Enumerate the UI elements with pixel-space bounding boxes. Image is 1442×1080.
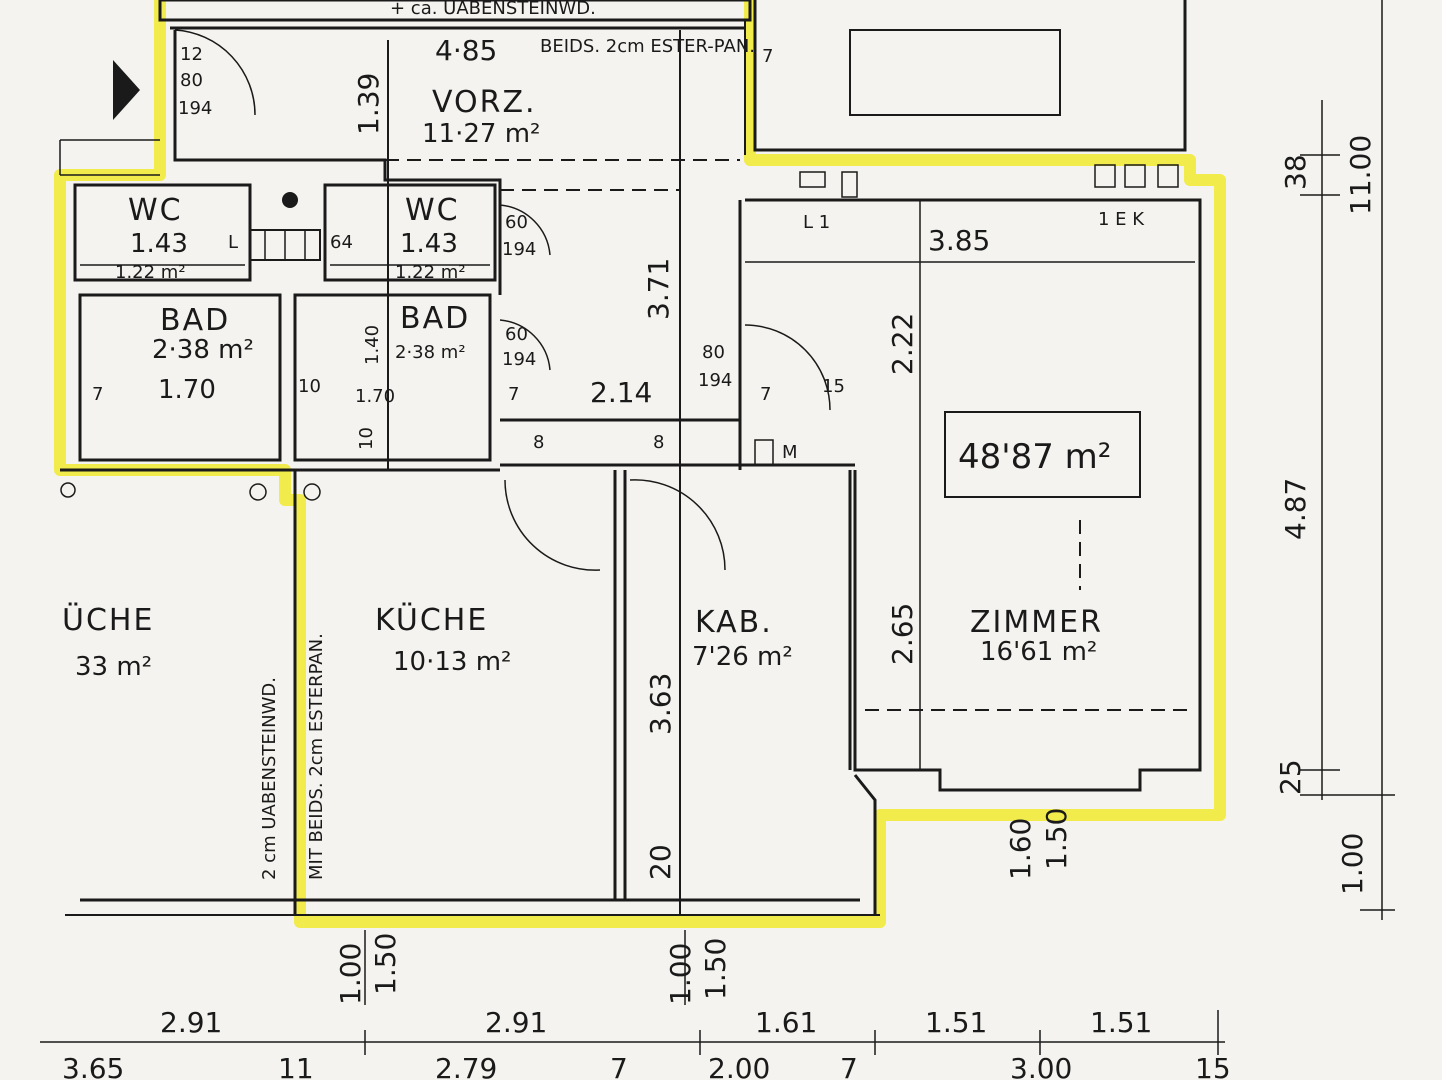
dim-bottom-4: 1.51 [925,1006,987,1039]
dim-window-b: 1.50 [1040,808,1073,870]
dim-zimmer-h1: 2.22 [886,313,919,375]
dim-right-total: 11.00 [1344,135,1377,215]
dim-bottom-r2-2: 11 [278,1052,314,1080]
dim-win-kab-b: 1.50 [699,938,732,1000]
room-area-kab: 7'26 m² [692,642,793,672]
mark-10a: 10 [298,376,321,397]
room-area-zimmer: 16'61 m² [980,637,1097,667]
mark-10b: 10 [356,427,377,450]
mark-15: 15 [822,376,845,397]
dim-vorz-width: 4·85 [435,34,497,67]
mark-L: L [228,232,238,253]
room-dim-bad-right: 1.70 [355,386,395,407]
room-name-kueche-left: ÜCHE [62,602,154,638]
dim-bottom-3: 1.61 [755,1006,817,1039]
mark-7a: 7 [92,384,103,405]
dim-right-487: 4.87 [1279,478,1312,540]
dim-hall-height: 3.71 [642,258,675,320]
mark-door-194b: 194 [502,349,536,370]
mark-L1: L 1 [803,212,830,233]
room-name-wc-right: WC [405,193,460,228]
dim-bottom-5: 1.51 [1090,1006,1152,1039]
dim-right-38: 38 [1279,154,1312,190]
mark-8b: 8 [653,432,664,453]
dim-bottom-r2-5: 2.00 [708,1052,770,1080]
dim-bottom-r2-8: 15 [1195,1052,1231,1080]
mark-7c: 7 [760,384,771,405]
walls [59,0,1202,916]
room-dim-wc-right: 1.43 [400,229,458,259]
bottom-dimension-line [40,930,1225,1055]
room-dim-wc-left: 1.43 [130,229,188,259]
wall-note-vertical-right: MIT BEIDS. 2cm ESTERPAN. [306,633,327,880]
mark-1EK: 1 E K [1098,209,1145,230]
room-area-bad-left: 2·38 m² [152,335,254,365]
room-area-wc-left: 1.22 m² [115,262,186,283]
dim-vorz-height: 1.39 [352,73,385,135]
dim-win-k-a: 1.00 [334,943,367,1005]
dim-bad-h: 1.40 [362,325,383,365]
mark-8a: 8 [533,432,544,453]
room-area-vorz: 11·27 m² [422,119,540,149]
room-area-bad-right: 2·38 m² [395,342,466,363]
dim-zimmer-h2: 2.65 [886,603,919,665]
wall-note-top: + ca. UABENSTEINWD. [390,0,596,19]
dim-zimmer-width: 3.85 [928,224,990,257]
mark-door-60a: 60 [505,212,528,233]
mark-M: M [782,442,798,463]
dim-kab-height: 3.63 [644,673,677,735]
room-area-kueche-left: 33 m² [75,652,152,682]
room-name-bad-left: BAD [160,303,230,338]
dim-bottom-r2-1: 3.65 [62,1052,124,1080]
dim-bottom-r2-7: 3.00 [1010,1052,1072,1080]
mark-194: 194 [178,98,212,119]
dim-right-25: 25 [1274,759,1307,795]
mark-80: 80 [180,70,203,91]
mark-door-60b: 60 [505,324,528,345]
room-name-wc-left: WC [128,193,183,228]
mark-7b: 7 [508,384,519,405]
room-name-zimmer: ZIMMER [970,605,1103,640]
room-name-kab: KAB. [695,605,773,640]
dim-bottom-r2-3: 2.79 [435,1052,497,1080]
dim-bottom-r2-4: 7 [610,1052,628,1080]
dim-win-kab-a: 1.00 [664,943,697,1005]
dim-kab-20: 20 [644,844,677,880]
mark-door-194a: 194 [502,239,536,260]
room-name-bad-right: BAD [400,301,470,336]
dim-win-k-b: 1.50 [369,933,402,995]
room-name-vorz: VORZ. [432,85,537,120]
dim-wc-h: 64 [330,232,353,253]
entrance-arrow-icon [113,60,140,120]
dim-bottom-1: 2.91 [160,1006,222,1039]
dim-right-100: 1.00 [1336,833,1369,895]
right-dimension-line [1300,0,1395,920]
total-area: 48'87 m² [958,437,1111,477]
dim-bottom-2: 2.91 [485,1006,547,1039]
mark-12: 12 [180,44,203,65]
apartment-highlight [54,0,1226,928]
room-area-kueche: 10·13 m² [393,647,511,677]
wall-note-top-right: BEIDS. 2cm ESTER-PAN. [540,36,755,57]
mark-7d: 7 [762,46,773,67]
room-dim-bad-left: 1.70 [158,375,216,405]
room-name-kueche: KÜCHE [375,602,488,638]
dim-bottom-r2-6: 7 [840,1052,858,1080]
room-area-wc-right: 1.22 m² [395,262,466,283]
dim-window-a: 1.60 [1004,818,1037,880]
wall-note-vertical-left: 2 cm UABENSTEINWD. [259,677,280,880]
mark-door-80: 80 [702,342,725,363]
dim-corridor: 2.14 [590,376,652,409]
mark-door-194c: 194 [698,370,732,391]
